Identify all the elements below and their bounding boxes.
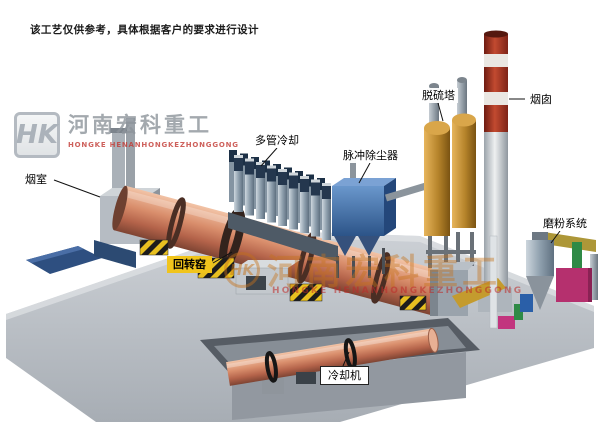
label-smoke-chamber: 烟室 bbox=[22, 172, 50, 187]
label-chimney: 烟囱 bbox=[527, 92, 555, 107]
disclaimer-note: 该工艺仅供参考，具体根据客户的要求进行设计 bbox=[30, 24, 259, 36]
cooler-tubes-back-row bbox=[229, 150, 325, 230]
blue-foundation-pad bbox=[26, 246, 102, 274]
cooling-machine bbox=[226, 328, 439, 386]
logo-company-name: 河南宏科重工 bbox=[68, 113, 212, 137]
label-grinding-system: 磨粉系统 bbox=[540, 216, 590, 231]
pulse-dust-collector bbox=[332, 160, 428, 278]
label-multi-tube-cooler: 多管冷却 bbox=[252, 133, 302, 148]
desulfurization-towers bbox=[424, 77, 476, 268]
cooler-tubes-front-row bbox=[234, 155, 331, 240]
company-logo: HK 河南宏科重工 HONGKE HENANHONGKEZHONGGONG bbox=[14, 112, 239, 158]
kiln-supports bbox=[139, 239, 427, 311]
label-rotary-kiln: 回转窑 bbox=[167, 256, 212, 273]
watermark-company-name-en: HONGKE HENANHONGKEZHONGGONG bbox=[272, 286, 524, 296]
label-desulfurization-tower: 脱硫塔 bbox=[419, 88, 458, 103]
cooler-drive-unit bbox=[296, 372, 316, 384]
kiln-hood bbox=[430, 235, 533, 329]
multi-tube-cooler bbox=[228, 150, 338, 262]
grinding-system bbox=[526, 232, 598, 310]
label-pulse-dust-collector: 脉冲除尘器 bbox=[340, 148, 401, 163]
label-cooling-machine: 冷却机 bbox=[320, 366, 369, 385]
logo-company-name-en: HONGKE HENANHONGKEZHONGGONG bbox=[68, 141, 239, 149]
logo-hk-monogram: HK bbox=[14, 112, 60, 158]
leader-lines bbox=[53, 98, 561, 367]
